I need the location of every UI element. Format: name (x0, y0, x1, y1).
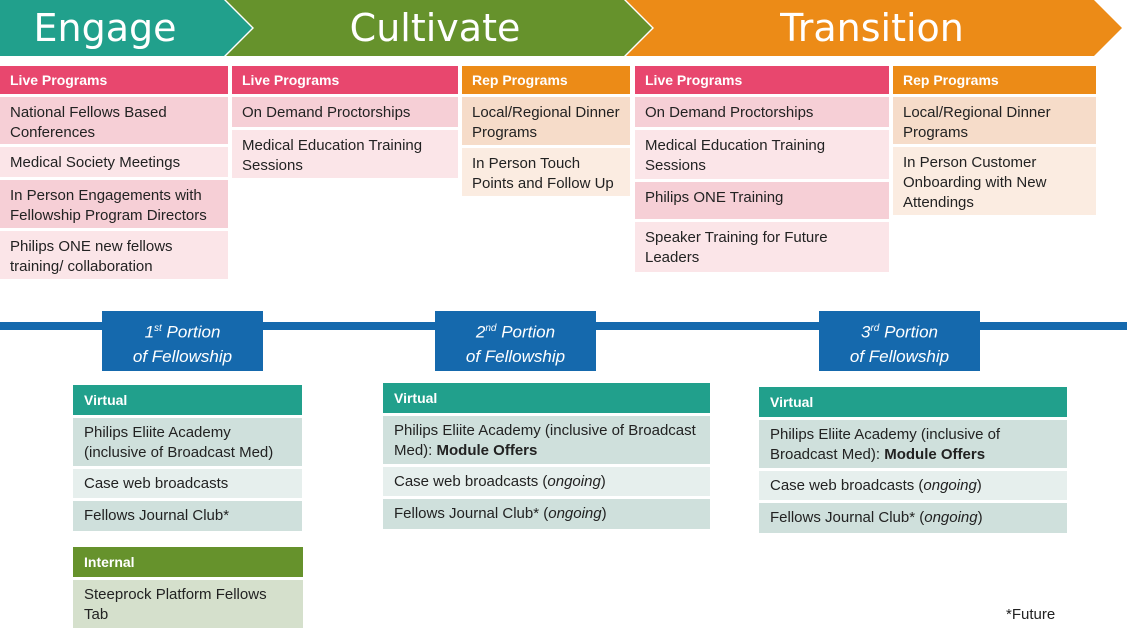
column-header: Live Programs (0, 66, 228, 94)
column-header: Rep Programs (462, 66, 630, 94)
virtual-block-2: Virtual Philips Eliite Academy (inclusiv… (383, 383, 710, 529)
academy-text: Philips Eliite Academy (inclusive of Bro… (84, 424, 274, 461)
journal-italic-text: ongoing (924, 509, 978, 526)
portion-ordinal: 2 (475, 322, 486, 342)
cultivate-chevron (226, 0, 652, 56)
portion-subtitle: of Fellowship (132, 346, 233, 366)
phase-cultivate-title: Cultivate (349, 6, 521, 50)
program-item: Medical Society Meetings (0, 147, 228, 177)
program-item: Medical Education Training Sessions (635, 130, 889, 179)
virtual-block-3: Virtual Philips Eliite Academy (inclusiv… (759, 387, 1067, 533)
column-header: Rep Programs (893, 66, 1096, 94)
internal-block: Internal Steeprock Platform Fellows Tab (73, 547, 303, 628)
column-header: Live Programs (232, 66, 458, 94)
program-item: Speaker Training for Future Leaders (635, 222, 889, 272)
program-item: Philips ONE Training (635, 182, 889, 219)
program-item: Local/Regional Dinner Programs (462, 97, 630, 145)
academy-text: Philips Eliite Academy (inclusive of Bro… (394, 422, 696, 459)
portion-ordinal: 1 (144, 322, 155, 342)
footnote: *Future (1006, 606, 1056, 623)
virtual-item-academy: Philips Eliite Academy (inclusive of Bro… (383, 416, 710, 464)
virtual-item-case: Case web broadcasts (73, 469, 302, 498)
internal-item: Steeprock Platform Fellows Tab (73, 580, 303, 628)
phase-engage-title: Engage (33, 6, 177, 50)
virtual-item-academy: Philips Eliite Academy (inclusive of Bro… (759, 420, 1067, 468)
program-item: Medical Education Training Sessions (232, 130, 458, 178)
transition-rep-programs: Rep Programs Local/Regional Dinner Progr… (893, 66, 1096, 215)
phase-chevrons (0, 0, 1122, 56)
virtual-block-1: Virtual Philips Eliite Academy (inclusiv… (73, 385, 302, 531)
academy-text: Philips Eliite Academy (inclusive of Bro… (770, 426, 1001, 463)
phase-transition-title: Transition (780, 6, 964, 50)
program-item: In Person Engagements with Fellowship Pr… (0, 180, 228, 228)
virtual-item-case: Case web broadcasts (ongoing) (383, 467, 710, 496)
portion-suffix: rd (870, 323, 880, 334)
engage-live-programs: Live Programs National Fellows Based Con… (0, 66, 228, 279)
journal-text: Fellows Journal Club* ( (770, 509, 925, 526)
portion-label: Portion (501, 322, 556, 342)
virtual-item-case: Case web broadcasts (ongoing) (759, 471, 1067, 500)
journal-italic-text: ongoing (548, 505, 602, 522)
column-header: Live Programs (635, 66, 889, 94)
case-text: Case web broadcasts ( (770, 477, 924, 494)
virtual-item-journal: Fellows Journal Club* (ongoing) (383, 499, 710, 529)
journal-text: Fellows Journal Club* (84, 507, 230, 524)
case-italic-text: ongoing (923, 477, 977, 494)
engage-chevron (0, 0, 252, 56)
transition-chevron (626, 0, 1122, 56)
cultivate-live-programs: Live Programs On Demand Proctorships Med… (232, 66, 458, 178)
virtual-item-journal: Fellows Journal Club* (ongoing) (759, 503, 1067, 533)
portion-label: Portion (884, 322, 938, 342)
virtual-header: Virtual (73, 385, 302, 415)
virtual-item-journal: Fellows Journal Club* (73, 501, 302, 531)
virtual-item-academy: Philips Eliite Academy (inclusive of Bro… (73, 418, 302, 466)
academy-bold-text: Module Offers (436, 442, 538, 459)
portion-ordinal: 3 (861, 322, 871, 342)
case-text: Case web broadcasts (84, 475, 229, 492)
portion-3-marker: 3rd Portion of Fellowship (819, 311, 980, 371)
case-italic-text: ongoing (547, 473, 601, 490)
portion-2-marker: 2nd Portion of Fellowship (435, 311, 596, 371)
case-text: Case web broadcasts ( (394, 473, 548, 490)
portion-1-marker: 1st Portion of Fellowship (102, 311, 263, 371)
program-item: National Fellows Based Conferences (0, 97, 228, 144)
portion-subtitle: of Fellowship (465, 346, 566, 366)
internal-header: Internal (73, 547, 303, 577)
program-item: On Demand Proctorships (232, 97, 458, 127)
cultivate-rep-programs: Rep Programs Local/Regional Dinner Progr… (462, 66, 630, 196)
program-item: Philips ONE new fellows training/ collab… (0, 231, 228, 279)
transition-live-programs: Live Programs On Demand Proctorships Med… (635, 66, 889, 272)
program-item: In Person Touch Points and Follow Up (462, 148, 630, 196)
journal-text: Fellows Journal Club* ( (394, 505, 549, 522)
portion-label: Portion (166, 322, 221, 342)
portion-suffix: st (154, 323, 162, 334)
virtual-header: Virtual (759, 387, 1067, 417)
program-item: Local/Regional Dinner Programs (893, 97, 1096, 144)
program-item: In Person Customer Onboarding with New A… (893, 147, 1096, 215)
portion-suffix: nd (485, 323, 497, 334)
virtual-header: Virtual (383, 383, 710, 413)
academy-bold-text: Module Offers (884, 446, 986, 463)
portion-subtitle: of Fellowship (849, 346, 950, 366)
program-item: On Demand Proctorships (635, 97, 889, 127)
